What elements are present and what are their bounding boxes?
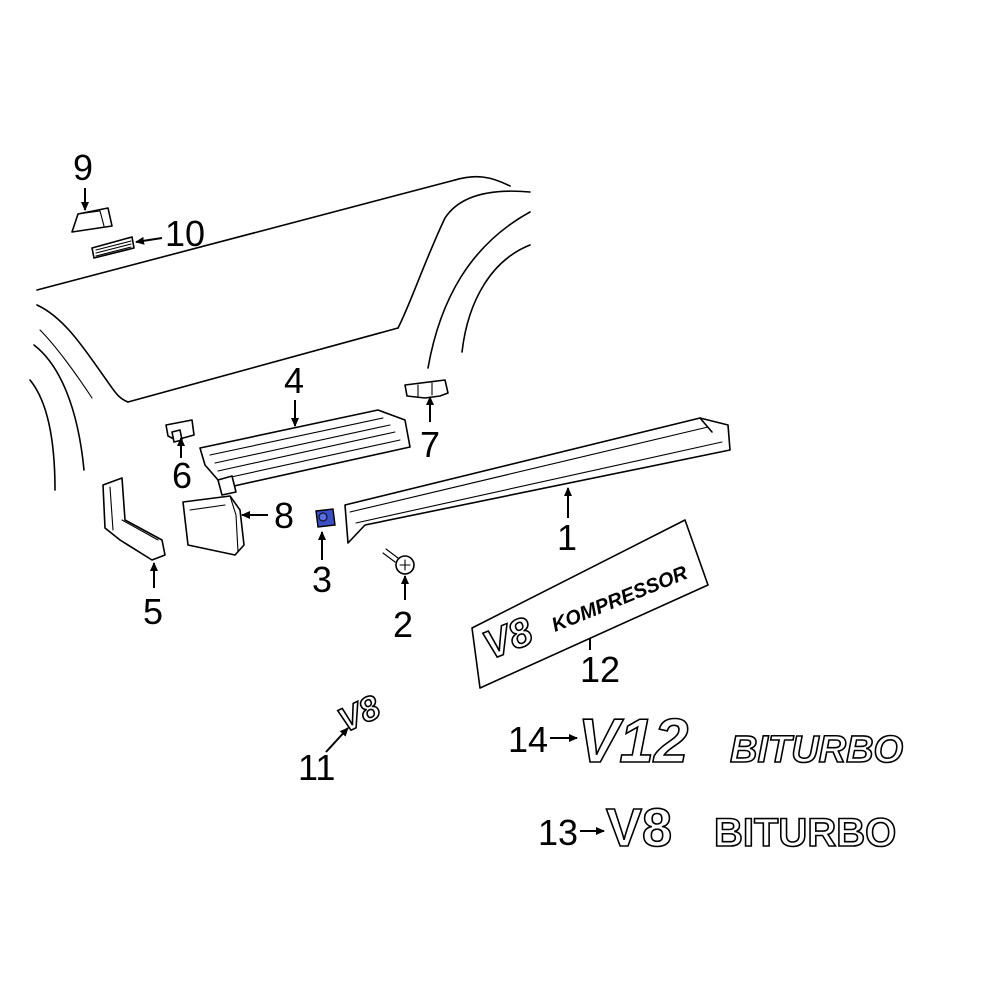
emblem14-v12-text: V12 <box>578 707 688 776</box>
vehicle-body-outline <box>29 175 531 491</box>
emblem11-v8-text: V8 <box>332 688 386 740</box>
emblem13-biturbo-text: BITURBO <box>714 811 896 855</box>
callout-8: 8 <box>274 495 294 536</box>
callout-13: 13 <box>538 812 578 853</box>
callout-2: 2 <box>393 604 413 645</box>
callout-12: 12 <box>580 649 620 690</box>
part-9-trim[interactable] <box>71 207 113 233</box>
callout-4: 4 <box>284 360 304 401</box>
part-8-end-cap[interactable] <box>182 495 245 556</box>
callout-7: 7 <box>420 424 440 465</box>
part-3-clip[interactable] <box>315 508 336 528</box>
callout-5: 5 <box>143 591 163 632</box>
part-10-grille[interactable] <box>91 236 135 259</box>
callout-6: 6 <box>172 455 192 496</box>
callout-11: 11 <box>298 747 335 788</box>
callout-14: 14 <box>508 719 548 760</box>
part-13-v8-biturbo-emblem[interactable]: V8 BITURBO <box>605 797 897 859</box>
part-2-screw[interactable] <box>382 548 415 575</box>
part-7-bracket[interactable] <box>404 379 449 399</box>
part-14-v12-biturbo-emblem[interactable]: V12 BITURBO <box>577 706 904 777</box>
callout-numbers: 9 10 4 7 6 8 1 3 5 2 12 11 14 13 <box>73 147 620 853</box>
part-1-running-board-molding[interactable] <box>344 417 731 544</box>
part-11-v8-emblem[interactable]: V8 <box>332 687 387 741</box>
emblem13-v8-text: V8 <box>606 798 672 858</box>
callout-10: 10 <box>165 213 205 254</box>
callout-1: 1 <box>557 517 577 558</box>
part-4-step-pad[interactable] <box>199 409 411 496</box>
emblem14-biturbo-text: BITURBO <box>730 729 903 771</box>
part-5-support-bracket[interactable] <box>102 477 166 561</box>
callout-arrows <box>81 188 605 835</box>
callout-9: 9 <box>73 147 93 188</box>
callout-3: 3 <box>312 559 332 600</box>
